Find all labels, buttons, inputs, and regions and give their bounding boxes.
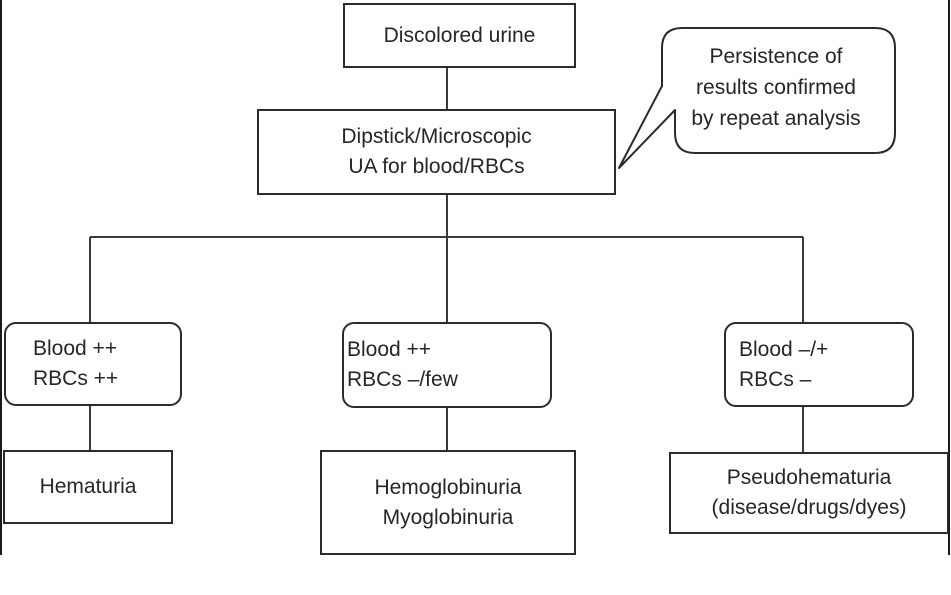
diagnosis-right-line-2: (disease/drugs/dyes) [711,496,907,519]
callout-line-1: Persistence of [709,45,843,68]
callout-repeat-analysis: Persistence of results confirmed by repe… [672,41,880,134]
finding-left-blood: Blood ++ [33,337,118,360]
node-diagnosis-pseudohematuria: Pseudohematuria (disease/drugs/dyes) [669,452,949,534]
callout-line-2: results confirmed [696,76,856,99]
finding-right-blood: Blood –/+ [739,337,829,361]
diagnosis-middle-line-1: Hemoglobinuria [374,475,522,499]
node-test-line-1: Dipstick/Microscopic [341,125,532,148]
callout-line-3: by repeat analysis [691,107,861,130]
diagnosis-middle-line-2: Myoglobinuria [382,505,514,529]
finding-middle-blood: Blood ++ [347,338,432,361]
figure-border-right [948,0,950,555]
figure-border-left [0,0,2,555]
node-diagnosis-hemoglobinuria-myoglobinuria: Hemoglobinuria Myoglobinuria [320,450,576,555]
diagnosis-right-line-1: Pseudohematuria [726,466,892,489]
node-finding-hematuria: Blood ++ RBCs ++ [4,322,182,406]
node-finding-pseudohematuria: Blood –/+ RBCs – [724,322,914,407]
finding-middle-rbcs: RBCs –/few [347,368,458,391]
node-discolored-urine: Discolored urine [343,3,576,68]
diagnosis-hematuria-label: Hematuria [39,475,137,498]
node-discolored-urine-label: Discolored urine [383,23,536,47]
finding-left-rbcs: RBCs ++ [33,367,119,390]
node-diagnosis-hematuria: Hematuria [3,450,173,524]
finding-right-rbcs: RBCs – [739,367,812,391]
node-finding-hemoglobinuria: Blood ++ RBCs –/few [342,322,552,408]
node-dipstick-microscopic-ua: Dipstick/Microscopic UA for blood/RBCs [257,109,616,195]
node-test-line-2: UA for blood/RBCs [348,155,525,178]
